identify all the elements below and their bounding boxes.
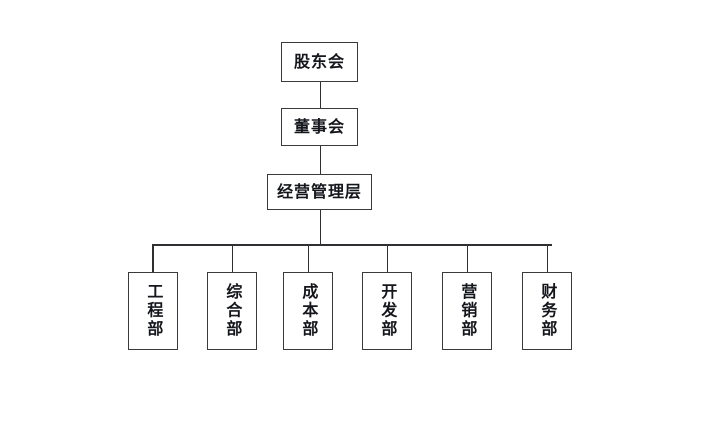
org-node-cost[interactable]: 成本部 — [283, 272, 333, 350]
connector-department-bus — [152, 244, 552, 246]
connector-management-to-bus — [319, 210, 321, 244]
org-node-board[interactable]: 董事会 — [281, 108, 358, 146]
connector-drop-marketing — [466, 244, 468, 272]
org-node-label: 成本部 — [299, 283, 319, 339]
connector-drop-engineering — [152, 244, 154, 272]
connector-shareholders-to-board — [319, 82, 321, 108]
org-node-label: 财务部 — [538, 283, 558, 339]
connector-board-to-management — [319, 146, 321, 174]
connector-drop-finance — [546, 244, 548, 272]
org-node-label: 董事会 — [294, 116, 345, 136]
org-node-label: 工程部 — [144, 283, 164, 339]
org-node-development[interactable]: 开发部 — [362, 272, 412, 350]
org-node-label: 经营管理层 — [277, 181, 362, 201]
connector-drop-cost — [307, 244, 309, 272]
org-node-label: 综合部 — [223, 283, 243, 339]
org-node-general-affairs[interactable]: 综合部 — [207, 272, 257, 350]
org-node-label: 营销部 — [458, 283, 478, 339]
org-node-finance[interactable]: 财务部 — [522, 272, 572, 350]
connector-drop-development — [386, 244, 388, 272]
org-node-engineering[interactable]: 工程部 — [128, 272, 178, 350]
org-node-label: 股东会 — [294, 51, 345, 71]
org-node-shareholders[interactable]: 股东会 — [281, 42, 358, 82]
org-node-marketing[interactable]: 营销部 — [442, 272, 492, 350]
org-node-label: 开发部 — [378, 283, 398, 339]
org-node-management[interactable]: 经营管理层 — [267, 174, 372, 210]
connector-drop-general-affairs — [231, 244, 233, 272]
